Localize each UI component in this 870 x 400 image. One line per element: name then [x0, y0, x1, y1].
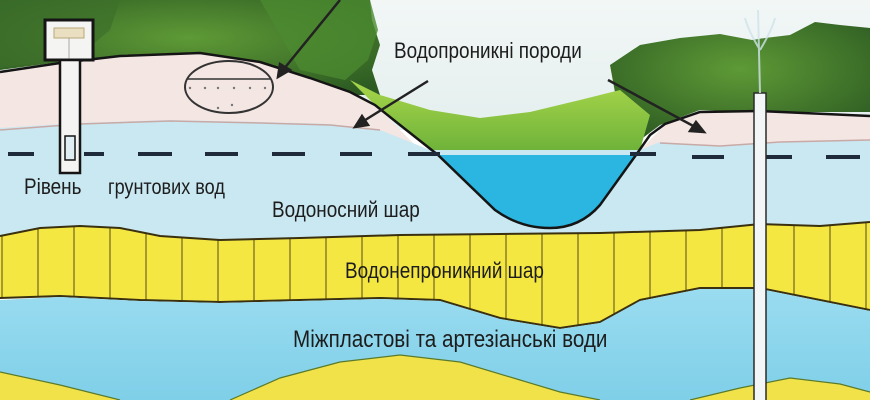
- artesian-well: [753, 92, 767, 400]
- terrain-outline: [0, 51, 870, 230]
- pond: [438, 155, 636, 228]
- groundwater-level-line: [8, 152, 860, 159]
- label-groundwater-level-word2: грунтових вод: [108, 176, 225, 199]
- artesian-water-layer: [0, 289, 870, 400]
- well-left: [43, 18, 95, 175]
- arrows: [276, 0, 707, 134]
- fountain-spray: [744, 9, 776, 94]
- right-forest: [610, 22, 870, 140]
- label-impermeable-layer: Водонепроникний шар: [345, 258, 544, 283]
- label-groundwater-level-word1: Рівень: [24, 174, 82, 199]
- label-aquifer: Водоносний шар: [272, 197, 420, 222]
- permeable-rock-sample-ellipse: [184, 60, 274, 114]
- label-permeable-rocks: Водопроникні породи: [394, 38, 582, 63]
- label-artesian-waters: Міжпластові та артезіанські води: [293, 326, 608, 353]
- grass-valley: [350, 80, 650, 150]
